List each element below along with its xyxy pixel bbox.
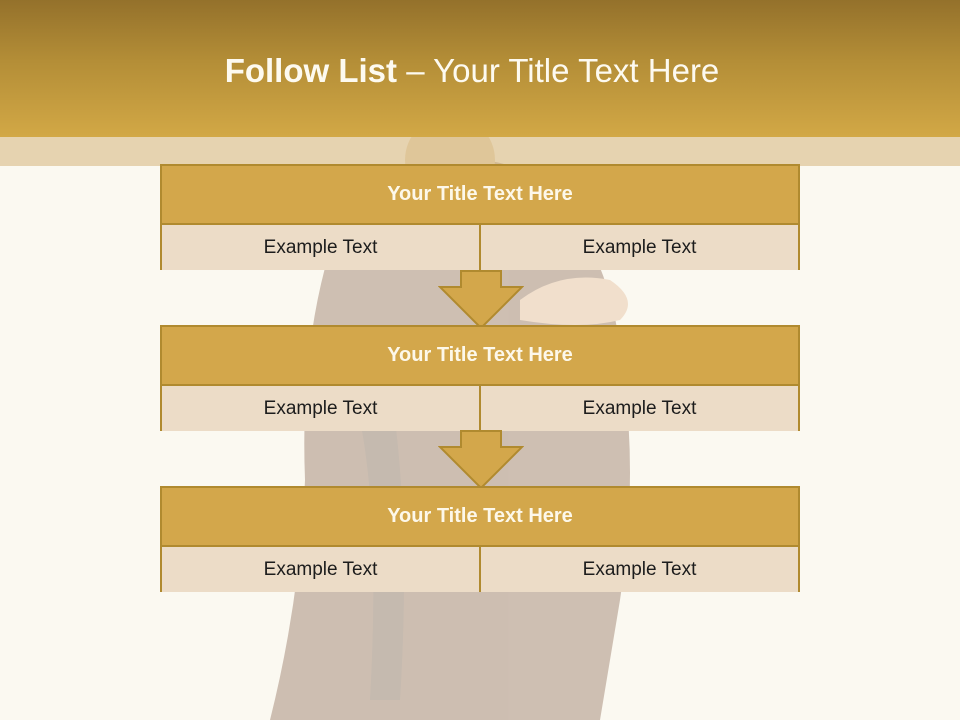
header-band	[0, 0, 960, 137]
slide-title: Follow List – Your Title Text Here	[0, 52, 944, 90]
down-arrow-icon	[438, 430, 524, 490]
down-arrow-icon	[438, 270, 524, 330]
slide-title-rest: – Your Title Text Here	[397, 52, 720, 89]
step-cell-right: Example Text	[479, 386, 798, 431]
step-title: Your Title Text Here	[162, 327, 798, 386]
header-strip	[0, 137, 960, 166]
step-row: Example Text Example Text	[162, 547, 798, 592]
step-cell-right: Example Text	[479, 547, 798, 592]
step-box-1: Your Title Text Here Example Text Exampl…	[160, 164, 800, 270]
step-box-2: Your Title Text Here Example Text Exampl…	[160, 325, 800, 431]
step-cell-left: Example Text	[162, 547, 479, 592]
step-cell-right: Example Text	[479, 225, 798, 270]
step-box-3: Your Title Text Here Example Text Exampl…	[160, 486, 800, 592]
step-row: Example Text Example Text	[162, 225, 798, 270]
step-cell-left: Example Text	[162, 225, 479, 270]
slide-title-bold: Follow List	[224, 52, 398, 89]
step-title: Your Title Text Here	[162, 166, 798, 225]
step-row: Example Text Example Text	[162, 386, 798, 431]
step-title: Your Title Text Here	[162, 488, 798, 547]
step-cell-left: Example Text	[162, 386, 479, 431]
